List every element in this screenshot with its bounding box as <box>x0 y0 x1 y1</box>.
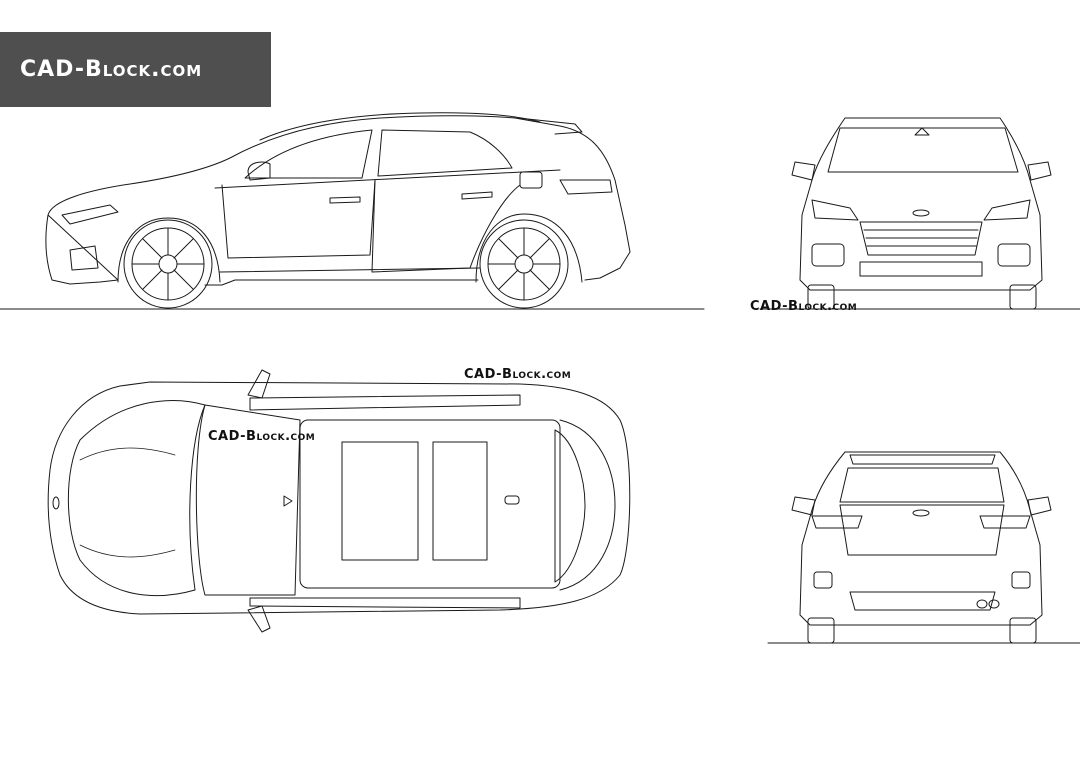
rear-reflector-left <box>813 571 833 589</box>
rear-tailgate <box>839 504 1005 556</box>
side-rear-tire <box>479 219 569 309</box>
side-fuel-cap <box>519 171 543 189</box>
rear-window <box>839 467 1005 503</box>
front-grille-mesh <box>863 229 979 247</box>
top-tailgate <box>559 419 616 591</box>
top-camera-marker <box>283 495 293 507</box>
logo-text: CAD-Block.com <box>20 57 203 82</box>
side-front-handle <box>329 196 361 204</box>
front-lower-intake <box>859 261 983 277</box>
top-mirror-lower <box>247 605 271 633</box>
side-front-arch <box>117 217 221 283</box>
front-headlight-left <box>811 199 859 221</box>
top-roof <box>299 419 561 589</box>
top-view <box>47 369 631 633</box>
front-emblem <box>912 209 930 217</box>
rear-exhaust-left <box>976 599 988 609</box>
side-rear-door <box>371 179 521 273</box>
rear-mirror-left <box>791 496 816 516</box>
top-sunroof-front <box>341 441 419 561</box>
rear-body-outline <box>799 451 1043 626</box>
watermark-front-view: CAD-Block.com <box>750 299 858 314</box>
side-front-spokes <box>131 227 205 301</box>
front-fog-left <box>811 243 845 267</box>
front-mirror-right <box>1027 161 1052 181</box>
front-windshield <box>827 127 1019 173</box>
side-rear-arch <box>475 213 583 283</box>
rear-view <box>767 451 1080 644</box>
rear-mirror-right <box>1027 496 1052 516</box>
side-front-door <box>221 179 376 259</box>
top-antenna <box>504 495 520 505</box>
top-hood-crease-1 <box>79 447 176 461</box>
watermark-top-view-right: CAD-Block.com <box>464 367 572 382</box>
logo-banner: CAD-Block.com <box>0 32 271 107</box>
top-side-rail-lower <box>249 597 521 609</box>
top-side-rail-upper <box>249 394 521 411</box>
front-body-outline <box>799 117 1043 291</box>
side-rear-spokes <box>487 227 561 301</box>
side-headlight <box>61 204 119 225</box>
front-tire-left <box>807 284 835 310</box>
rear-taillight-left <box>811 515 863 529</box>
rear-taillight-right <box>979 515 1031 529</box>
front-fog-right <box>997 243 1031 267</box>
rear-emblem <box>912 509 930 517</box>
top-hood <box>67 400 206 597</box>
top-windshield <box>195 404 301 596</box>
rear-tire-right <box>1009 617 1037 644</box>
side-view <box>0 112 705 310</box>
front-view <box>759 117 1080 310</box>
side-spoiler <box>517 117 583 135</box>
top-body-outline <box>47 381 631 615</box>
front-roof-marker <box>914 127 930 136</box>
side-mirror <box>247 161 271 181</box>
top-front-emblem <box>52 496 60 510</box>
side-belt-line <box>214 169 561 189</box>
side-front-fog <box>69 245 99 271</box>
side-front-window <box>244 129 373 179</box>
front-tire-right <box>1009 284 1037 310</box>
side-taillight <box>559 179 613 195</box>
top-sunroof-rear <box>432 441 488 561</box>
top-rear-window <box>554 429 586 583</box>
front-grille <box>859 221 983 256</box>
top-mirror-upper <box>247 369 271 399</box>
side-rear-handle <box>461 191 493 200</box>
side-rear-window <box>377 129 513 177</box>
front-headlight-right <box>983 199 1031 221</box>
side-body-outline <box>45 115 631 286</box>
rear-exhaust-right <box>988 599 1000 609</box>
rear-reflector-right <box>1011 571 1031 589</box>
front-mirror-left <box>791 161 816 181</box>
rear-diffuser <box>849 591 996 611</box>
top-hood-crease-2 <box>79 544 176 558</box>
rear-spoiler <box>849 454 996 465</box>
side-roof-rail <box>259 112 541 141</box>
watermark-top-view-left: CAD-Block.com <box>208 429 316 444</box>
rear-tire-left <box>807 617 835 644</box>
side-sill-line <box>219 267 481 273</box>
side-front-tire <box>123 219 213 309</box>
